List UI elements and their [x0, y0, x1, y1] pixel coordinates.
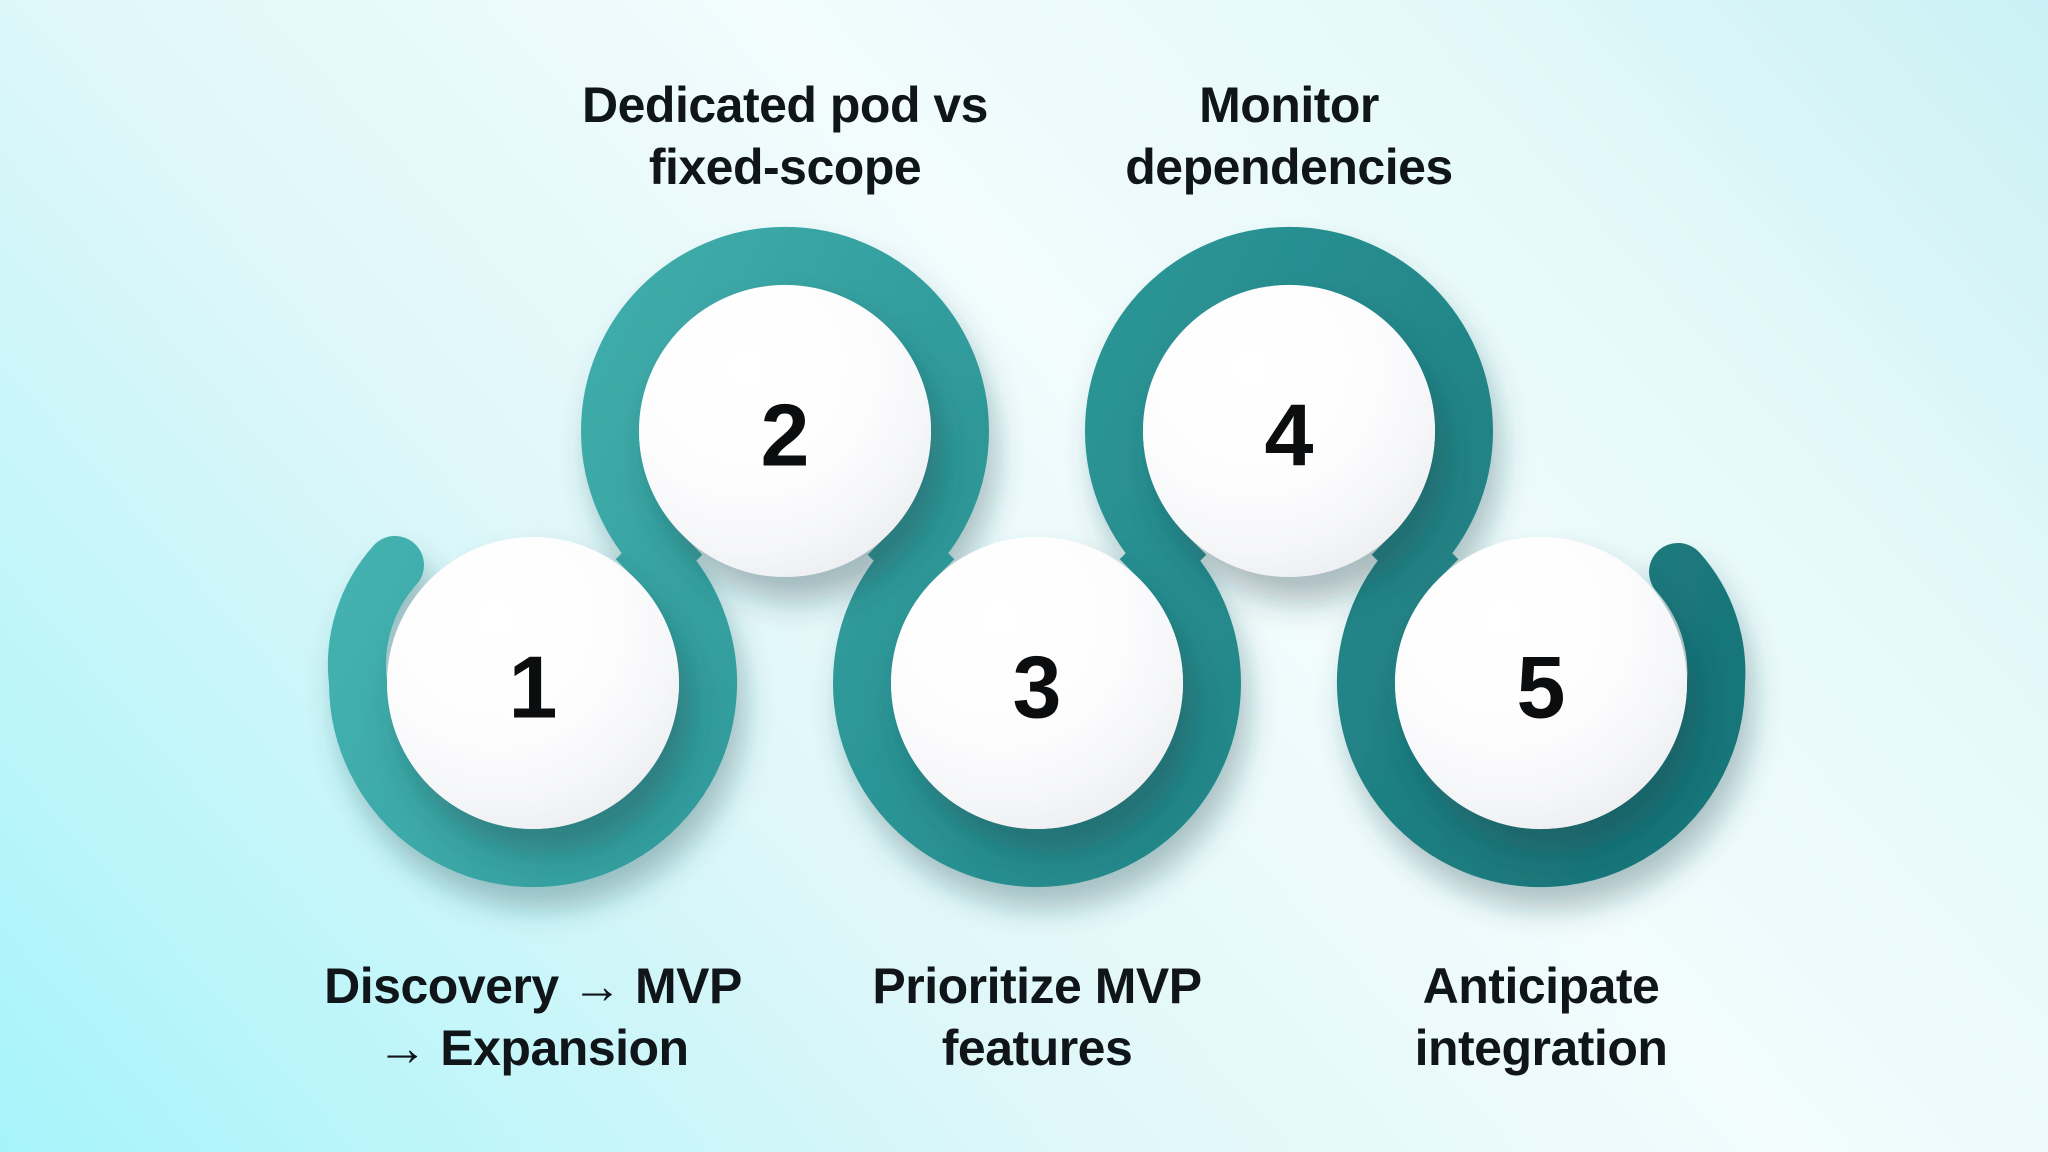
- step-label-3-line1: Prioritize MVP: [872, 958, 1202, 1014]
- step-label-3-line2: features: [941, 1020, 1133, 1076]
- step-label-5-line1: Anticipate: [1422, 958, 1660, 1014]
- step-label-5: Anticipate integration: [1281, 955, 1801, 1079]
- step-ball-4: [1143, 285, 1435, 577]
- step-number-1: 1: [509, 638, 558, 737]
- step-label-3: Prioritize MVP features: [777, 955, 1297, 1079]
- step-ball-2: [639, 285, 931, 577]
- step-label-1-line2: → Expansion: [377, 1020, 689, 1076]
- step-label-4-line1: Monitor: [1199, 77, 1379, 133]
- step-number-4: 4: [1265, 386, 1314, 485]
- step-label-4: Monitor dependencies: [1029, 74, 1549, 198]
- step-label-1: Discovery → MVP → Expansion: [273, 955, 793, 1079]
- step-ball-1: [387, 537, 679, 829]
- step-label-5-line2: integration: [1414, 1020, 1668, 1076]
- step-label-1-line1: Discovery → MVP: [324, 958, 742, 1014]
- step-ball-5: [1395, 537, 1687, 829]
- step-label-2-line1: Dedicated pod vs: [582, 77, 989, 133]
- step-number-3: 3: [1013, 638, 1062, 737]
- step-number-2: 2: [761, 386, 810, 485]
- serpentine-ribbon: [327, 226, 1746, 888]
- step-number-5: 5: [1517, 638, 1566, 737]
- step-label-4-line2: dependencies: [1125, 139, 1453, 195]
- step-ball-3: [891, 537, 1183, 829]
- step-label-2: Dedicated pod vs fixed-scope: [525, 74, 1045, 198]
- step-label-2-line2: fixed-scope: [648, 139, 922, 195]
